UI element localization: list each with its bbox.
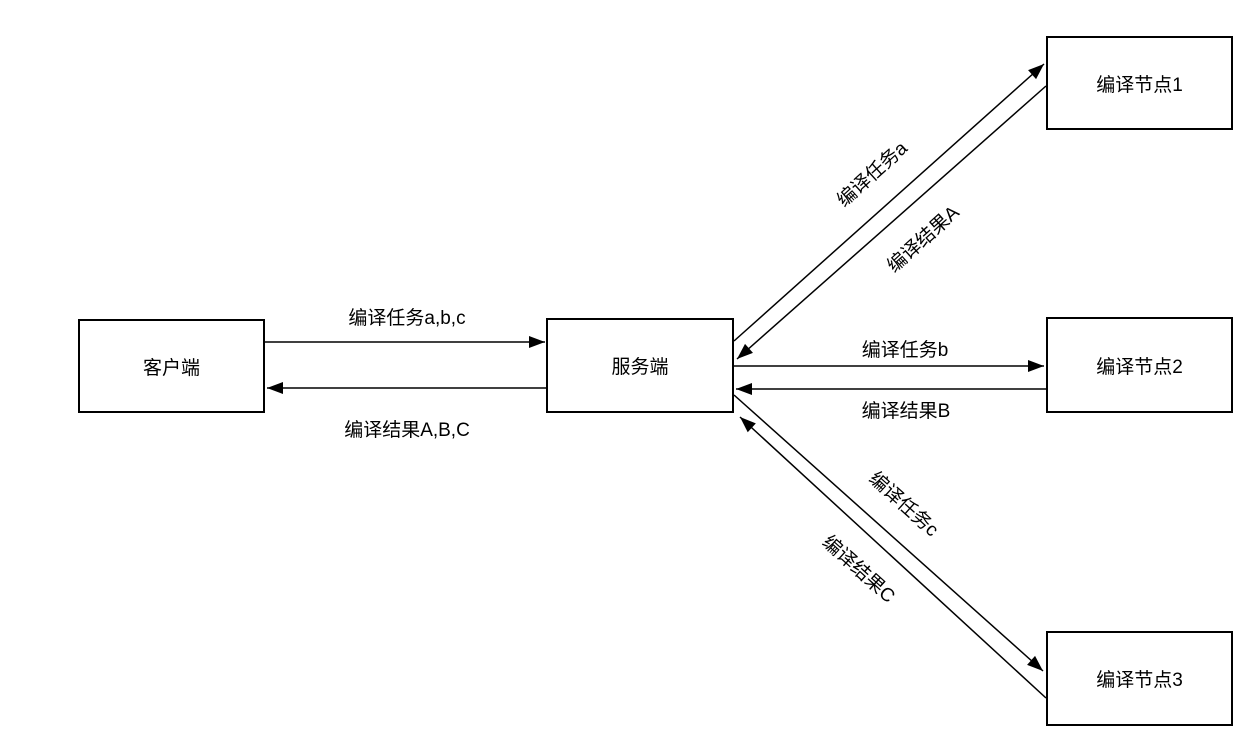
arrow-result-a (736, 85, 1047, 360)
node-client: 客户端 (78, 319, 265, 413)
edge-result-c: 编译结果C (739, 416, 1047, 699)
node-client-label: 客户端 (142, 357, 200, 379)
node-compile-node-3: 编译节点3 (1046, 631, 1233, 726)
node-server: 服务端 (546, 318, 734, 413)
edge-task-c: 编译任务c (733, 394, 1044, 672)
edge-label-result-abc: 编译结果A,B,C (344, 419, 470, 441)
edge-result-a: 编译结果A (736, 85, 1047, 360)
edge-label-task-b: 编译任务b (862, 339, 949, 361)
edge-result-b: 编译结果B (736, 383, 1046, 422)
edge-label-task-c: 编译任务c (865, 467, 943, 541)
edge-result-abc: 编译结果A,B,C (267, 382, 546, 441)
edge-task-a: 编译任务a (733, 63, 1045, 342)
edge-task-abc: 编译任务a,b,c (265, 307, 545, 348)
node-compile-node-2-label: 编译节点2 (1096, 356, 1183, 378)
edge-label-result-b: 编译结果B (862, 400, 951, 422)
node-compile-node-2: 编译节点2 (1046, 317, 1233, 413)
edge-label-result-c: 编译结果C (818, 531, 899, 607)
node-compile-node-1-label: 编译节点1 (1096, 74, 1183, 96)
arrow-task-a (733, 63, 1045, 342)
node-compile-node-3-label: 编译节点3 (1096, 670, 1183, 691)
arrow-task-c (733, 394, 1044, 672)
edge-task-b: 编译任务b (734, 339, 1044, 372)
node-compile-node-1: 编译节点1 (1046, 36, 1233, 130)
edge-label-result-a: 编译结果A (883, 201, 964, 277)
edge-label-task-abc: 编译任务a,b,c (348, 307, 465, 329)
arrow-result-c (739, 416, 1047, 699)
node-server-label: 服务端 (611, 357, 669, 378)
edge-label-task-a: 编译任务a (833, 137, 912, 212)
